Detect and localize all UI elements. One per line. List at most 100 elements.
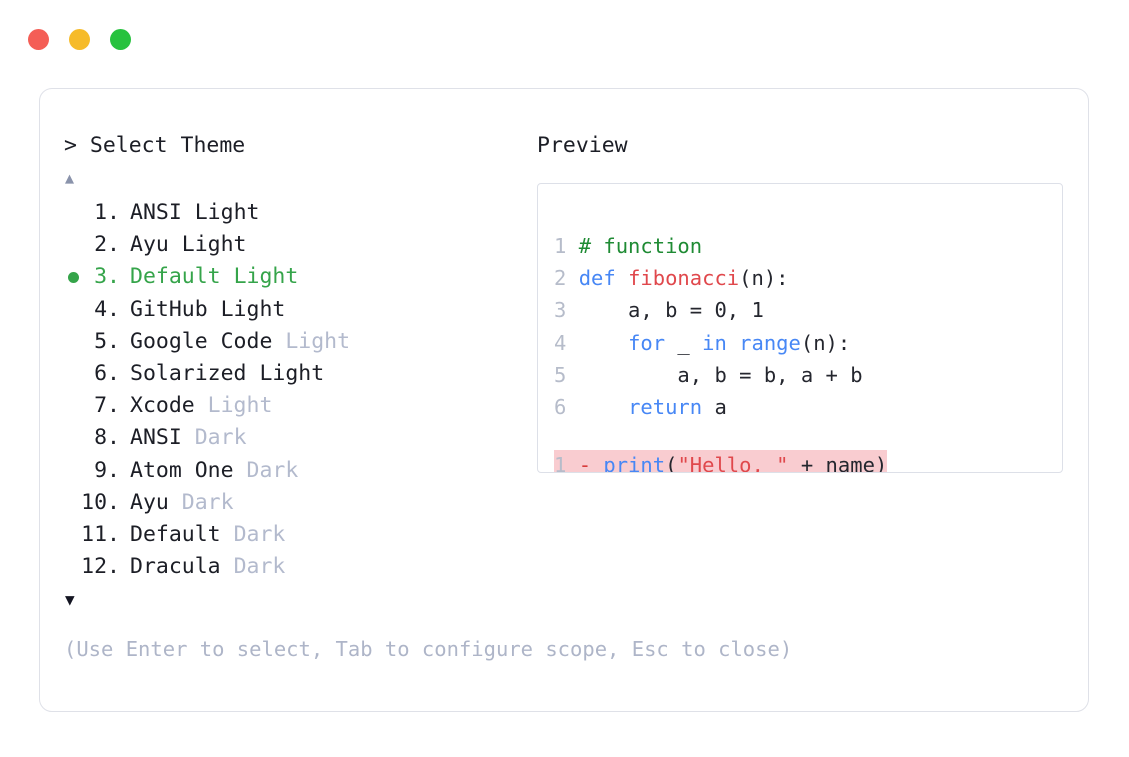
- preview-label: Preview: [537, 133, 628, 158]
- code-token: # function: [578, 234, 703, 258]
- code-line: 2 def fibonacci(n):: [554, 262, 900, 294]
- theme-item-number: 10.: [81, 489, 120, 515]
- code-token: a: [702, 394, 727, 419]
- theme-list-item[interactable]: 9. Atom One Dark: [64, 455, 534, 487]
- selected-bullet-icon: [68, 272, 79, 284]
- code-line-number: 5: [554, 362, 579, 387]
- theme-item-variant: Light: [259, 360, 325, 386]
- code-line-number: 1: [554, 453, 579, 473]
- theme-item-variant: Dark: [194, 425, 247, 451]
- code-token: (n):: [800, 330, 851, 355]
- theme-select-column: > Select Theme ▲ 1. ANSI Light 2. Ayu Light…: [64, 131, 534, 613]
- theme-list-item[interactable]: 7.Xcode Light: [64, 390, 534, 422]
- theme-item-name: Xcode: [130, 393, 208, 419]
- diff-line-del: 1 - print("Hello, " + name): [554, 449, 900, 473]
- theme-item-name: Ayu: [130, 232, 182, 258]
- theme-item-variant: Light: [285, 328, 351, 354]
- code-token: _: [665, 330, 703, 355]
- code-token: in: [702, 330, 727, 355]
- window-titlebar: [0, 0, 1129, 78]
- code-token: [579, 395, 628, 419]
- code-token: def: [578, 266, 629, 291]
- theme-item-name: Default: [130, 264, 234, 290]
- page-title: [77, 133, 90, 158]
- code-token: (n):: [739, 266, 789, 291]
- theme-item-number: 12.: [81, 554, 120, 580]
- prompt-title: Select Theme: [89, 133, 246, 158]
- theme-item-variant: Light: [194, 200, 260, 225]
- minimize-button-icon[interactable]: [69, 29, 90, 50]
- code-token: a, b =: [578, 298, 715, 323]
- code-spacer: [554, 423, 900, 449]
- code-token: a, b = b, a + b: [578, 362, 863, 387]
- theme-item-name: ANSI: [130, 200, 195, 225]
- theme-list-item[interactable]: 12. Dracula Dark: [64, 551, 534, 583]
- maximize-button-icon[interactable]: [110, 29, 131, 50]
- theme-item-name: Ayu: [130, 489, 182, 515]
- theme-item-number: 8.: [94, 425, 120, 451]
- code-token: fibonacci: [628, 266, 740, 291]
- theme-list-item[interactable]: 6.Solarized Light: [64, 358, 534, 390]
- code-token: [579, 331, 628, 355]
- theme-item-variant: Dark: [181, 489, 234, 515]
- code-token: "Hello, ": [677, 453, 789, 473]
- theme-item-number: 9.: [94, 457, 120, 483]
- code-token: ,: [726, 298, 752, 323]
- diff-sign: -: [578, 453, 604, 473]
- scroll-up-icon[interactable]: ▲: [65, 169, 75, 187]
- theme-item-variant: Light: [233, 264, 299, 290]
- theme-list-item[interactable]: 2. Ayu Light: [64, 229, 534, 261]
- theme-item-number: 2.: [94, 232, 120, 258]
- close-button-icon[interactable]: [28, 29, 49, 50]
- theme-list-item[interactable]: 4. GitHub Light: [64, 294, 534, 326]
- theme-list-item[interactable]: 11.Default Dark: [64, 519, 534, 551]
- prompt-row: > Select Theme: [64, 131, 534, 161]
- theme-picker-card: > Select Theme ▲ 1. ANSI Light 2. Ayu Light…: [39, 88, 1089, 712]
- prompt-caret-icon: >: [64, 133, 77, 158]
- theme-list-item[interactable]: 3. Default Light: [64, 261, 534, 293]
- theme-item-variant: Light: [220, 296, 286, 322]
- theme-item-number: 3.: [94, 264, 120, 290]
- theme-item-variant: Light: [181, 232, 247, 258]
- theme-item-name: Dracula: [130, 554, 234, 580]
- theme-item-name: GitHub: [130, 296, 221, 322]
- code-line: 5 a, b = b, a + b: [554, 359, 900, 391]
- theme-item-variant: Dark: [246, 457, 299, 483]
- theme-list-item[interactable]: 10. Ayu Dark: [64, 487, 534, 519]
- window-controls: [28, 29, 131, 50]
- theme-item-variant: Dark: [233, 554, 286, 580]
- code-line-number: 6: [554, 394, 579, 419]
- theme-item-name: Google Code: [130, 328, 286, 354]
- theme-item-name: ANSI: [130, 425, 195, 451]
- code-token: range: [739, 330, 801, 355]
- code-line-number: 3: [554, 298, 579, 323]
- theme-item-name: Solarized: [130, 360, 260, 386]
- theme-item-number: 5.: [94, 328, 120, 354]
- theme-item-number: 11.: [81, 521, 120, 547]
- theme-item-variant: Light: [207, 393, 273, 419]
- theme-item-number: 1.: [94, 200, 120, 225]
- code-token: + name): [788, 453, 888, 473]
- theme-item-name: Atom One: [130, 457, 247, 483]
- theme-item-number: 4.: [94, 296, 120, 322]
- code-line-number: 4: [554, 330, 579, 355]
- code-token: 0: [714, 298, 727, 323]
- theme-list-item[interactable]: 8. ANSI Dark: [64, 422, 534, 454]
- code-line: 6 return a: [554, 391, 900, 423]
- code-line-number: 2: [554, 266, 579, 291]
- theme-list-item[interactable]: 1. ANSI Light: [64, 197, 534, 229]
- scroll-down-icon[interactable]: ▼: [65, 590, 75, 610]
- code-line-number: 1: [554, 234, 579, 258]
- code-token: 1: [751, 298, 764, 323]
- code-line: 4 for _ in range(n):: [554, 327, 900, 359]
- theme-item-variant: Dark: [233, 521, 286, 547]
- keyboard-hint: (Use Enter to select, Tab to configure s…: [64, 637, 793, 661]
- code-token: (: [665, 453, 678, 473]
- diff-highlight: 1 - print("Hello, " + name): [554, 450, 888, 473]
- code-token: return: [628, 394, 703, 419]
- theme-list-item[interactable]: 5. Google Code Light: [64, 326, 534, 358]
